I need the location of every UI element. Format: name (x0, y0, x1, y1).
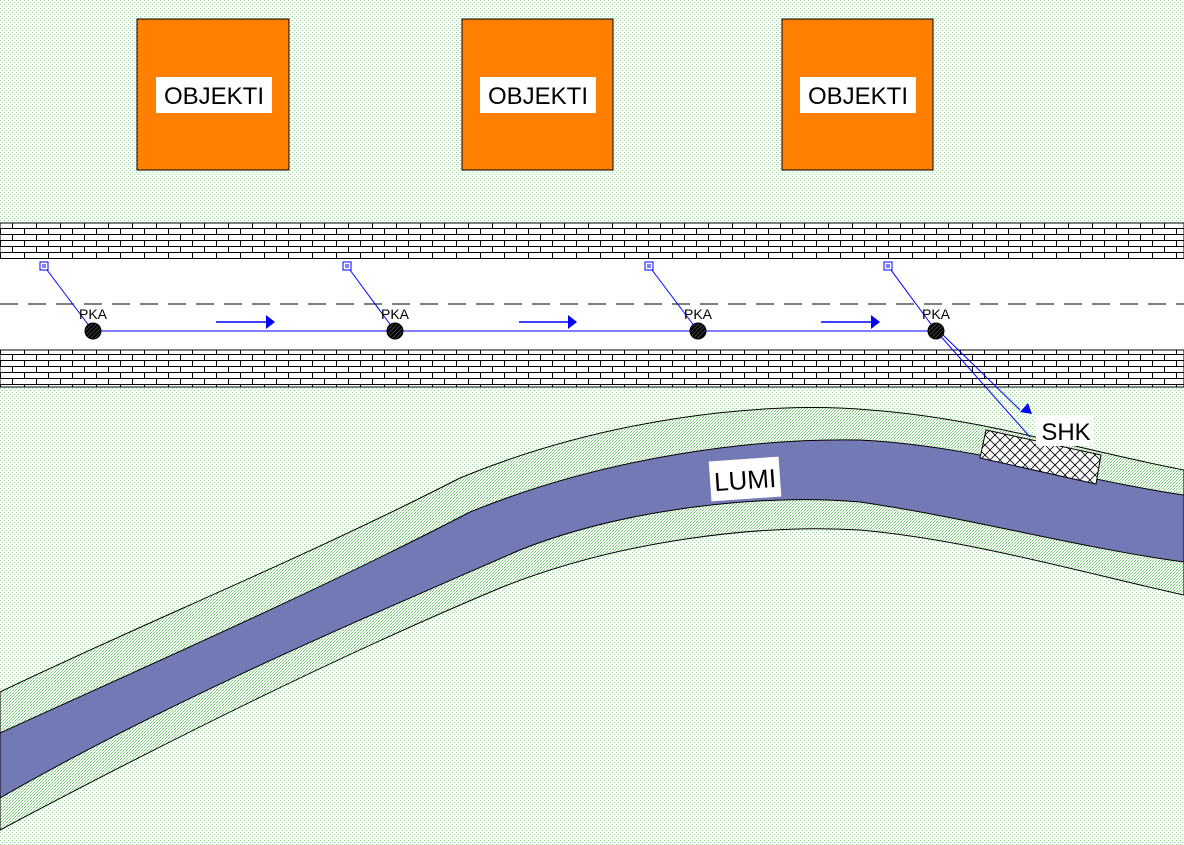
flow-arrows (216, 315, 1032, 414)
building-label: OBJEKTI (488, 83, 588, 110)
outlet-pipe-parallel (942, 334, 1021, 411)
connection-pipe-3 (648, 265, 699, 332)
river-label: LUMI (708, 456, 782, 502)
inlet-icon (883, 261, 893, 271)
manhole-2: PKA (381, 306, 410, 340)
svg-text:SHK: SHK (1041, 419, 1090, 446)
manhole-4: PKA (922, 306, 951, 340)
svg-text:LUMI: LUMI (713, 463, 777, 497)
manhole-label: PKA (922, 306, 951, 322)
building-3: OBJEKTI (781, 18, 934, 171)
manhole-3: PKA (684, 306, 713, 340)
house-inlets (39, 261, 893, 271)
manhole-label: PKA (381, 306, 410, 322)
manhole-1: PKA (79, 306, 108, 340)
sidewalk-top (0, 222, 1184, 260)
building-2: OBJEKTI (461, 18, 614, 171)
inlet-icon (39, 261, 49, 271)
building-label: OBJEKTI (808, 83, 908, 110)
sewer-network (43, 265, 1031, 438)
flow-arrow-icon (519, 315, 577, 329)
flow-arrow-icon (821, 315, 880, 329)
connection-pipe-2 (346, 265, 396, 332)
outlet-structure (979, 429, 1102, 485)
building-label: OBJEKTI (164, 83, 264, 110)
sidewalk-bottom (0, 349, 1184, 388)
building-1: OBJEKTI (136, 18, 290, 171)
outlet-pipe (935, 330, 1031, 438)
manhole-label: PKA (79, 306, 108, 322)
manhole-label: PKA (684, 306, 713, 322)
connection-pipe-4 (887, 265, 937, 332)
inlet-icon (644, 261, 654, 271)
flow-arrow-icon (216, 315, 275, 329)
connection-pipe-1 (43, 265, 94, 332)
outlet-label: SHK (1036, 416, 1094, 446)
outlet-arrow-icon (1020, 403, 1032, 414)
inlet-icon (342, 261, 352, 271)
